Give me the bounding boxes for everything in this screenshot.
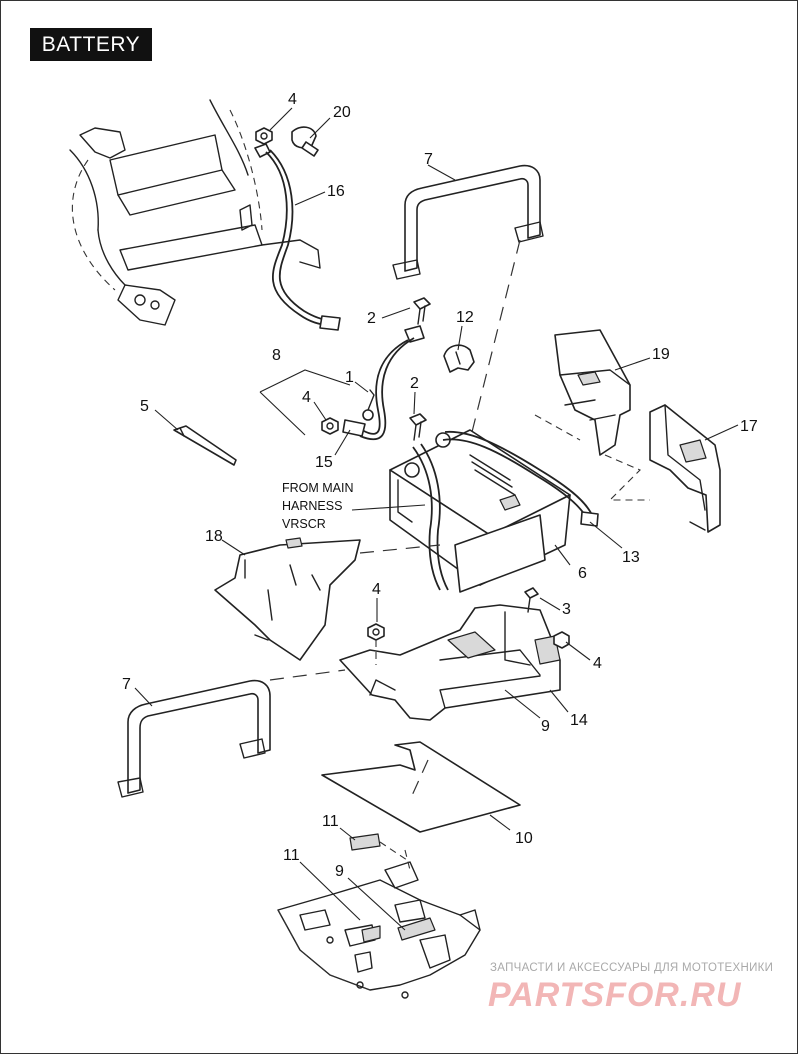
part-4-nut-mid: [321, 417, 339, 435]
callout-13: 13: [622, 549, 640, 566]
callout-15: 15: [315, 454, 333, 471]
callout-4: 4: [593, 655, 602, 672]
callout-18: 18: [205, 528, 223, 545]
callout-9: 9: [541, 718, 550, 735]
callout-6: 6: [578, 565, 587, 582]
harness-note-line-3: VRSCR: [282, 517, 326, 531]
callout-5: 5: [140, 398, 149, 415]
part-6-battery: [389, 429, 571, 593]
callout-4: 4: [372, 581, 381, 598]
part-2-bolt-lower: [409, 413, 427, 441]
watermark-logo: PARTSFOR.RU: [488, 976, 742, 1014]
part-2-bolt-upper: [413, 297, 431, 325]
part-7-strap-bottom: [117, 679, 271, 798]
callout-11: 11: [283, 847, 300, 864]
part-4-nut-top: [255, 127, 273, 145]
harness-note-line-1: FROM MAIN: [282, 481, 354, 495]
callout-2: 2: [367, 310, 376, 327]
part-13-cable: [442, 430, 599, 527]
part-12-clip: [443, 344, 475, 373]
part-11-pad-upper: [349, 833, 381, 851]
part-4-nut-low: [367, 623, 385, 641]
callout-7: 7: [424, 151, 433, 168]
callout-4: 4: [302, 389, 311, 406]
harness-note-line-2: HARNESS: [282, 499, 342, 513]
part-14-tray: [339, 604, 561, 721]
callout-8: 8: [272, 347, 281, 364]
callout-17: 17: [740, 418, 758, 435]
part-4-nut-tray: [553, 631, 570, 649]
part-18-shield: [214, 537, 361, 661]
callout-16: 16: [327, 183, 345, 200]
callout-1: 1: [345, 369, 354, 386]
callout-11: 11: [322, 813, 339, 830]
callout-3: 3: [562, 601, 571, 618]
callout-7: 7: [122, 676, 131, 693]
part-7-strap-top: [392, 164, 544, 280]
callout-20: 20: [333, 104, 351, 121]
callout-12: 12: [456, 309, 474, 326]
lower-bracket-assembly: [277, 861, 481, 999]
callout-9: 9: [335, 863, 344, 880]
part-1-screw: [362, 389, 375, 421]
part-20-plug: [291, 126, 319, 157]
callout-4: 4: [288, 91, 297, 108]
callout-10: 10: [515, 830, 533, 847]
callout-2: 2: [410, 375, 419, 392]
callout-19: 19: [652, 346, 670, 363]
part-5-cable-tie: [173, 425, 237, 466]
part-16-cable: [254, 143, 341, 331]
watermark-tagline: ЗАПЧАСТИ И АКСЕССУАРЫ ДЛЯ МОТОТЕХНИКИ: [490, 962, 774, 974]
harness-cable: [351, 443, 449, 591]
part-3-screw: [524, 587, 539, 613]
callout-14: 14: [570, 712, 588, 729]
frame-section: [69, 99, 321, 326]
page-title: BATTERY: [30, 28, 152, 61]
part-19-cover: [554, 329, 631, 456]
part-10-pad: [321, 741, 521, 833]
part-17-bracket: [649, 404, 721, 533]
leader-lines: [134, 107, 739, 931]
